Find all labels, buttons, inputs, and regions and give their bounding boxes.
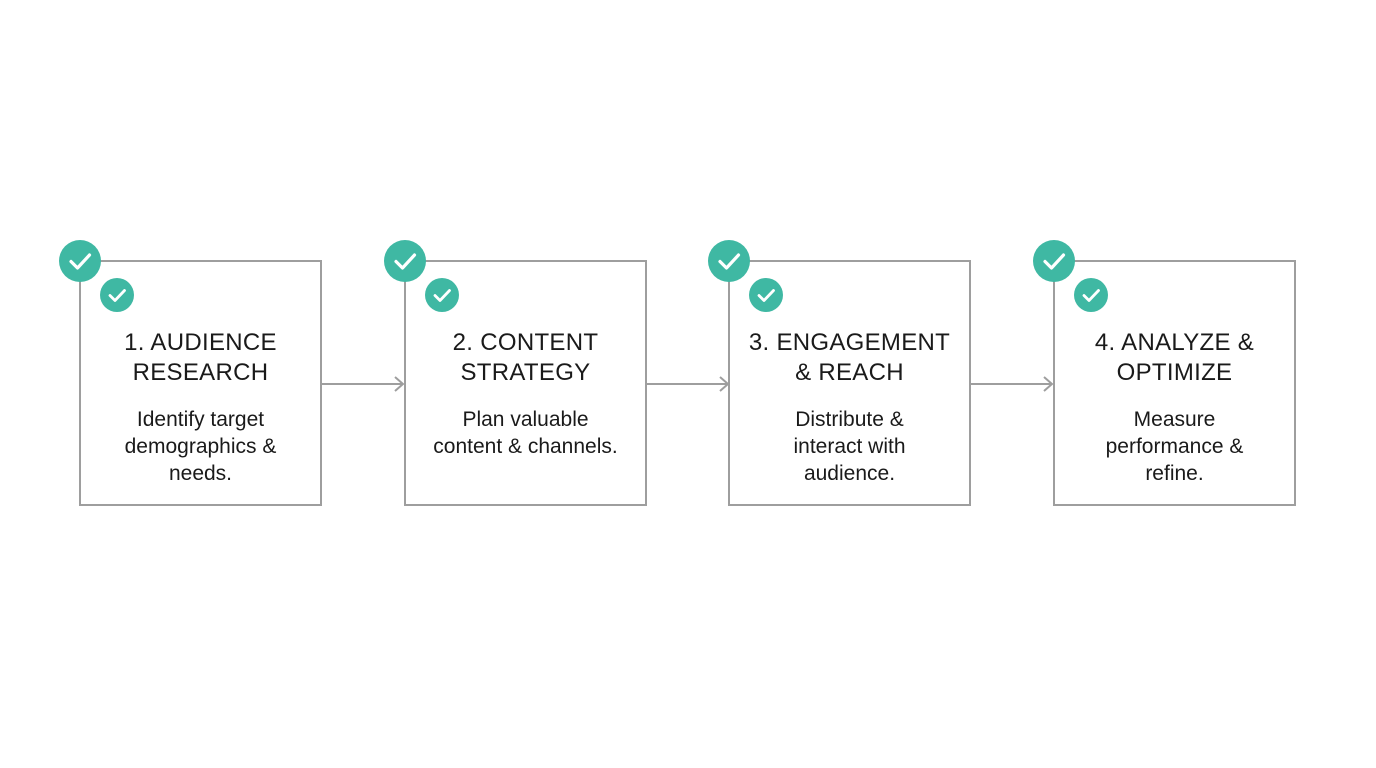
step-description: Plan valuable content & channels. — [414, 406, 637, 460]
step-title-line: 3. ENGAGEMENT — [748, 329, 951, 356]
step-title-line: 2. CONTENT — [452, 329, 599, 356]
step-description-line: Identify target — [136, 408, 265, 431]
step-description-line: demographics & — [124, 435, 277, 458]
step-title-line: RESEARCH — [132, 359, 269, 386]
step-description-line: content & channels. — [433, 435, 618, 458]
step-title-line: OPTIMIZE — [1116, 359, 1233, 386]
step-description-line: interact with — [793, 435, 906, 458]
step-description-line: performance & — [1105, 435, 1244, 458]
step-description-line: needs. — [168, 462, 233, 485]
step-title-line: & REACH — [795, 359, 904, 386]
step-description-line: refine. — [1145, 462, 1204, 485]
checkmark-icon — [1074, 278, 1108, 312]
step-title-line: 1. AUDIENCE — [124, 329, 277, 356]
checkmark-icon — [59, 240, 101, 282]
step-description-line: Measure — [1133, 408, 1216, 431]
checkmark-icon — [425, 278, 459, 312]
step-description-line: audience. — [803, 462, 896, 485]
step-description: Distribute & interact with audience. — [738, 406, 961, 487]
arrow-right-icon — [971, 374, 1055, 394]
step-box-engagement-reach: 3. ENGAGEMENT & REACH Distribute & inter… — [728, 260, 971, 506]
step-title: 4. ANALYZE & OPTIMIZE — [1055, 328, 1294, 388]
checkmark-icon — [1033, 240, 1075, 282]
arrow-right-icon — [647, 374, 731, 394]
step-description: Identify target demographics & needs. — [89, 406, 312, 487]
checkmark-icon — [100, 278, 134, 312]
checkmark-icon — [708, 240, 750, 282]
step-title: 3. ENGAGEMENT & REACH — [730, 328, 969, 388]
step-title-line: 4. ANALYZE & — [1094, 329, 1255, 356]
step-description: Measure performance & refine. — [1063, 406, 1286, 487]
step-box-audience-research: 1. AUDIENCE RESEARCH Identify target dem… — [79, 260, 322, 506]
step-description-line: Plan valuable — [462, 408, 589, 431]
arrow-right-icon — [322, 374, 406, 394]
step-title-line: STRATEGY — [460, 359, 591, 386]
step-description-line: Distribute & — [795, 408, 904, 431]
step-title: 1. AUDIENCE RESEARCH — [81, 328, 320, 388]
checkmark-icon — [749, 278, 783, 312]
step-title: 2. CONTENT STRATEGY — [406, 328, 645, 388]
checkmark-icon — [384, 240, 426, 282]
